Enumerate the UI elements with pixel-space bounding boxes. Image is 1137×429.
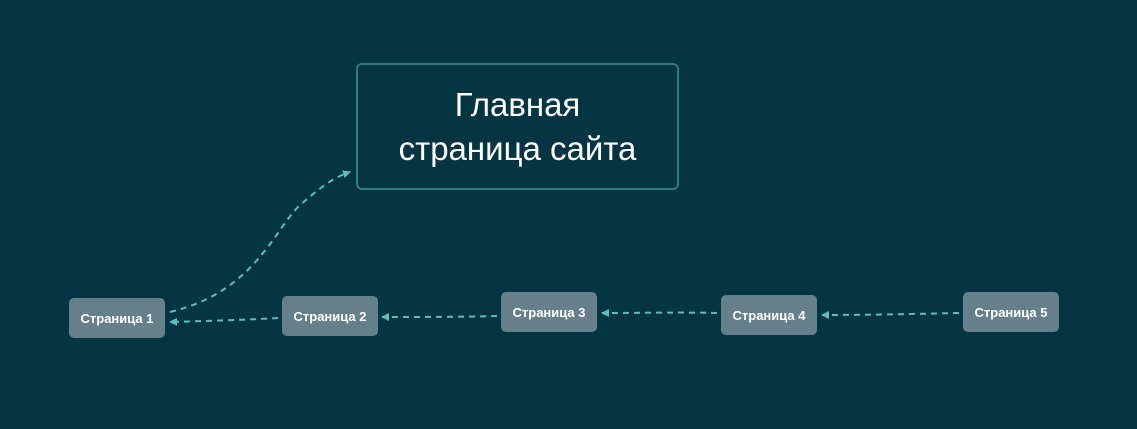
arrow-page1-to-main: [169, 170, 351, 313]
arrow-page3-to-page2: [381, 312, 498, 321]
main-page-title-line2: страница сайта: [398, 129, 637, 167]
page-node-1: Страница 1: [69, 298, 165, 338]
main-page-node: Главная страница сайта: [356, 63, 679, 190]
page-node-5: Страница 5: [963, 292, 1059, 332]
main-page-title-line1: Главная: [454, 85, 581, 123]
arrow-page2-to-page1: [169, 317, 279, 326]
page-node-2: Страница 2: [282, 296, 378, 336]
arrow-page5-to-page4: [821, 310, 960, 319]
page-node-3: Страница 3: [501, 292, 597, 332]
page-node-4: Страница 4: [721, 295, 817, 335]
